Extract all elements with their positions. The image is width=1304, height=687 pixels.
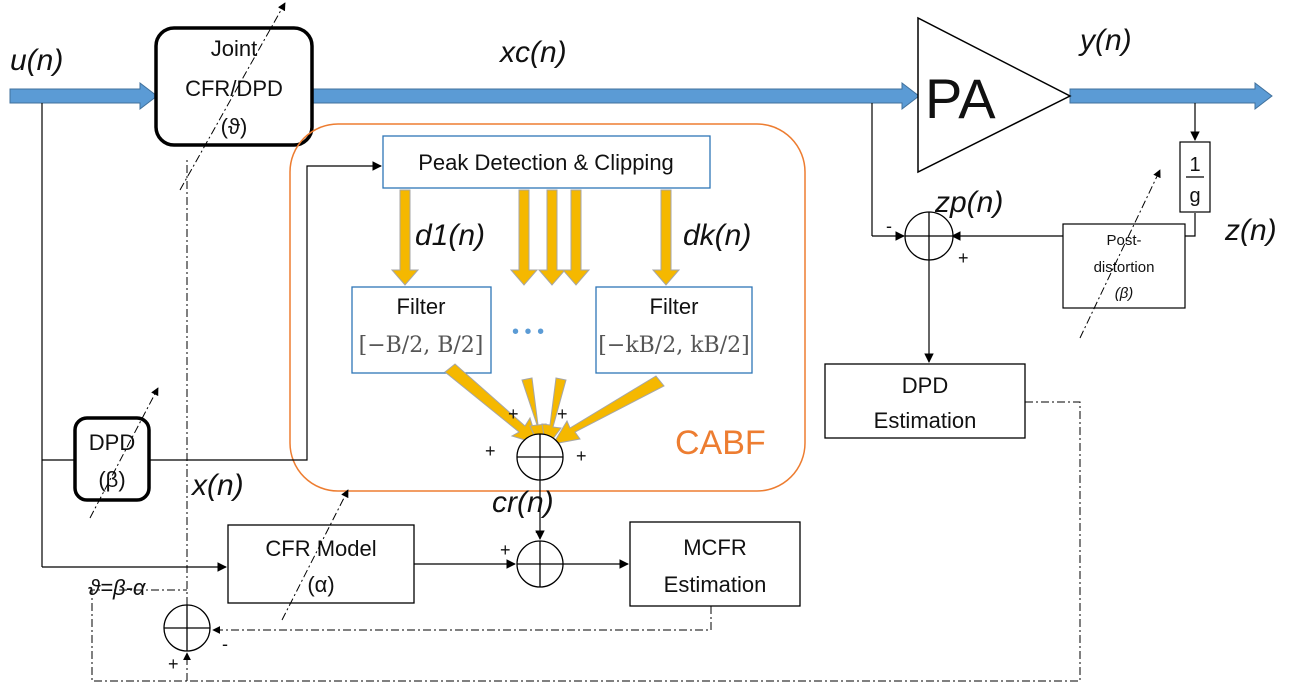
sign-sum-b: + (557, 404, 568, 424)
theta-summer (163, 604, 211, 652)
dpd-label-2: (β) (98, 467, 125, 492)
cabf-summer (516, 433, 564, 481)
pa-label: PA (925, 67, 996, 130)
dpd-est-label-1: DPD (902, 373, 948, 398)
left-feed-lines (41, 103, 382, 572)
sign-error-plus: + (958, 248, 969, 268)
label-z: z(n) (1224, 214, 1277, 247)
filter-k-range: [−kB/2, kB/2] (598, 333, 749, 358)
label-u: u(n) (10, 44, 63, 77)
dpd-est-label-2: Estimation (874, 408, 977, 433)
dpd-estimation-box (824, 363, 1026, 439)
sign-theta-minus: - (222, 634, 228, 654)
filter-1-range: [−B/2, B/2] (359, 333, 484, 358)
dpd-block (73, 416, 151, 502)
sign-sum-d: + (576, 446, 587, 466)
label-x: x(n) (190, 469, 244, 502)
right-feedback-lines (871, 103, 1200, 363)
dpd-label-1: DPD (89, 430, 135, 455)
cfr-model-label-2: (α) (307, 572, 334, 597)
pa-amplifier (917, 16, 1072, 174)
joint-cfr-dpd-block (154, 26, 314, 147)
peak-detection-box (382, 135, 711, 189)
cabf-label: CABF (675, 424, 766, 462)
control-lines (89, 2, 1161, 682)
post-label-3: (β) (1115, 285, 1134, 302)
label-xc: xc(n) (498, 36, 567, 69)
post-distortion-box (1062, 223, 1186, 309)
filter-output-arrows (444, 363, 665, 450)
main-signal-path (9, 81, 1273, 111)
sign-sum-c: + (485, 441, 496, 461)
error-summer (904, 211, 954, 261)
label-y: y(n) (1078, 24, 1132, 57)
filter-k-title: Filter (650, 294, 699, 319)
gain-numerator: 1 (1189, 154, 1200, 176)
sign-theta-plus: + (168, 654, 179, 674)
filter-ellipsis: • • • (512, 321, 544, 343)
post-label-2: distortion (1094, 259, 1155, 276)
arrow-mid-2 (537, 189, 567, 286)
arrow-filterk-to-sum (551, 375, 665, 445)
cfr-model-label-1: CFR Model (265, 536, 376, 561)
label-cr: cr(n) (492, 486, 554, 519)
lower-summer (516, 540, 564, 588)
sign-sum-a: + (508, 404, 519, 424)
lower-lines (414, 480, 629, 569)
mcfr-label-2: Estimation (664, 572, 767, 597)
cfr-model-box (227, 524, 415, 604)
arrow-pa-output (1069, 81, 1273, 111)
filter-input-arrows (390, 189, 681, 286)
arrow-filter1-to-sum (444, 363, 539, 445)
filter-1-box (351, 286, 492, 374)
mcfr-estimation-box (629, 521, 801, 607)
joint-label-2: CFR/DPD (185, 76, 283, 101)
joint-label-1: Joint (211, 36, 257, 61)
sign-error-minus: - (886, 216, 892, 236)
label-theta-eq: ϑ=β-α (88, 575, 147, 600)
arrow-mid-1 (509, 189, 539, 286)
arrow-joint-to-pa (311, 81, 920, 111)
arrow-dk (651, 189, 681, 286)
filter-k-box (595, 286, 753, 374)
arrow-mid-3 (561, 189, 591, 286)
mcfr-label-1: MCFR (683, 535, 747, 560)
arrow-u-to-joint (9, 81, 158, 111)
gain-denominator: g (1189, 185, 1200, 207)
label-zp: zp(n) (934, 186, 1003, 219)
label-dk: dk(n) (683, 219, 751, 252)
sign-lower-plus: + (500, 540, 511, 560)
peak-detection-label: Peak Detection & Clipping (418, 150, 674, 175)
cabf-region (289, 123, 806, 492)
post-label-1: Post- (1106, 232, 1141, 249)
label-d1: d1(n) (415, 219, 485, 252)
arrow-d1 (390, 189, 420, 286)
joint-label-3: (ϑ) (221, 114, 248, 139)
filter-1-title: Filter (397, 294, 446, 319)
